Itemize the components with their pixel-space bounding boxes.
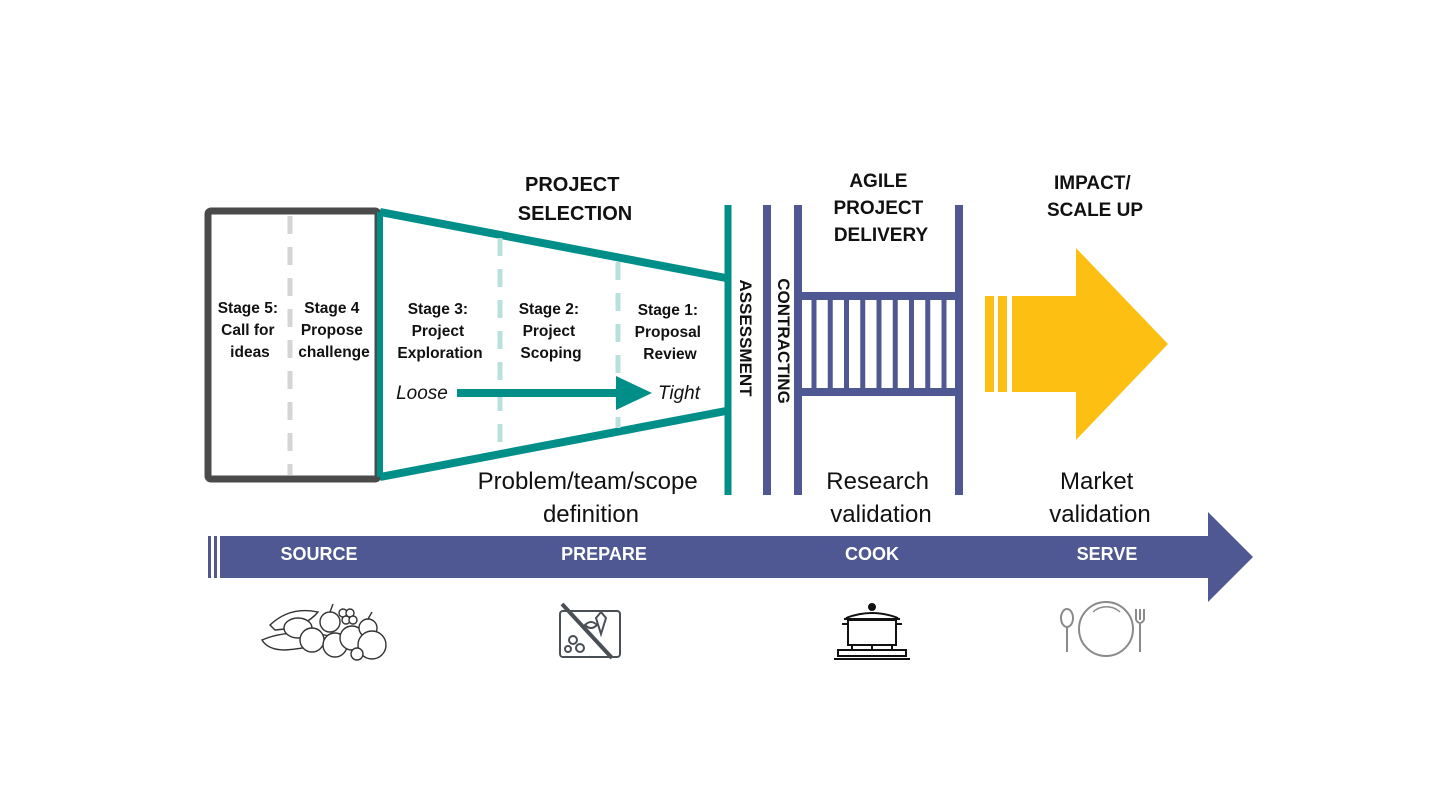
market-line1: Market bbox=[1060, 468, 1134, 495]
agile-delivery-line2: PROJECT bbox=[833, 198, 923, 219]
stage4-label: Stage 4 Propose challenge bbox=[298, 300, 370, 361]
loose-tight-arrow-head bbox=[616, 376, 652, 410]
phase-cook: COOK bbox=[845, 544, 899, 564]
phase-prepare: PREPARE bbox=[561, 544, 647, 564]
problem-definition-label: Problem/team/scope definition bbox=[478, 468, 705, 528]
market-line2: validation bbox=[1049, 501, 1150, 528]
timeline-stripe-1 bbox=[208, 536, 211, 578]
agile-delivery-line1: AGILE bbox=[849, 171, 907, 192]
project-selection-header: PROJECT SELECTION bbox=[518, 174, 632, 225]
stage5-label: Stage 5: Call for ideas bbox=[218, 300, 283, 361]
agile-ladder bbox=[794, 205, 963, 495]
stage3-line2: Project bbox=[412, 323, 465, 340]
timeline-stripe-2 bbox=[214, 536, 217, 578]
stage5-line2: Call for bbox=[221, 322, 274, 339]
impact-header: IMPACT/ SCALE UP bbox=[1047, 173, 1143, 221]
impact-line2: SCALE UP bbox=[1047, 200, 1143, 221]
stage1-line3: Review bbox=[643, 346, 697, 363]
research-line1: Research bbox=[826, 468, 929, 495]
research-validation-label: Research validation bbox=[826, 468, 935, 528]
problem-line1: Problem/team/scope bbox=[478, 468, 698, 495]
phase-timeline: SOURCE PREPARE COOK SERVE bbox=[208, 512, 1253, 602]
stage1-line1: Stage 1: bbox=[638, 302, 698, 319]
stage2-label: Stage 2: Project Scoping bbox=[519, 301, 584, 362]
impact-stripe-2 bbox=[998, 296, 1007, 392]
loose-label: Loose bbox=[396, 383, 448, 404]
stage4-line1: Stage 4 bbox=[304, 300, 360, 317]
stage1-line2: Proposal bbox=[635, 324, 701, 341]
phase-source: SOURCE bbox=[280, 544, 357, 564]
stage2-line2: Project bbox=[523, 323, 576, 340]
ladder-rungs bbox=[811, 296, 947, 392]
impact-arrow-head bbox=[1012, 248, 1168, 440]
stage3-line1: Stage 3: bbox=[408, 301, 468, 318]
problem-line2: definition bbox=[543, 501, 639, 528]
stage4-line2: Propose bbox=[301, 322, 363, 339]
stage2-line1: Stage 2: bbox=[519, 301, 579, 318]
tight-label: Tight bbox=[658, 383, 701, 404]
funnel-top-edge bbox=[379, 208, 727, 282]
plate-cutlery-icon bbox=[1060, 601, 1145, 657]
cooking-pot-icon bbox=[834, 603, 910, 660]
stage3-line3: Exploration bbox=[397, 345, 482, 362]
contracting-label: CONTRACTING bbox=[774, 278, 793, 404]
agile-delivery-header: AGILE PROJECT DELIVERY bbox=[833, 171, 928, 246]
stage5-line3: ideas bbox=[230, 344, 270, 361]
stage3-label: Stage 3: Project Exploration bbox=[397, 301, 482, 362]
cutting-board-icon bbox=[559, 602, 621, 660]
project-selection-line1: PROJECT bbox=[525, 174, 619, 196]
impact-line1: IMPACT/ bbox=[1054, 173, 1131, 194]
project-selection-line2: SELECTION bbox=[518, 203, 632, 225]
impact-arrow bbox=[985, 248, 1168, 440]
timeline-arrow bbox=[220, 512, 1253, 602]
fruits-vegetables-icon bbox=[260, 603, 387, 661]
funnel-bottom-edge bbox=[379, 407, 727, 481]
stage5-line1: Stage 5: bbox=[218, 300, 278, 317]
market-validation-label: Market validation bbox=[1049, 468, 1150, 528]
agile-delivery-line3: DELIVERY bbox=[834, 225, 929, 246]
research-line2: validation bbox=[830, 501, 931, 528]
stage1-label: Stage 1: Proposal Review bbox=[635, 302, 706, 363]
impact-stripe-1 bbox=[985, 296, 994, 392]
phase-serve: SERVE bbox=[1077, 544, 1138, 564]
assessment-label: ASSESSMENT bbox=[736, 279, 755, 397]
stage2-line3: Scoping bbox=[520, 345, 581, 362]
stage4-line3: challenge bbox=[298, 344, 370, 361]
